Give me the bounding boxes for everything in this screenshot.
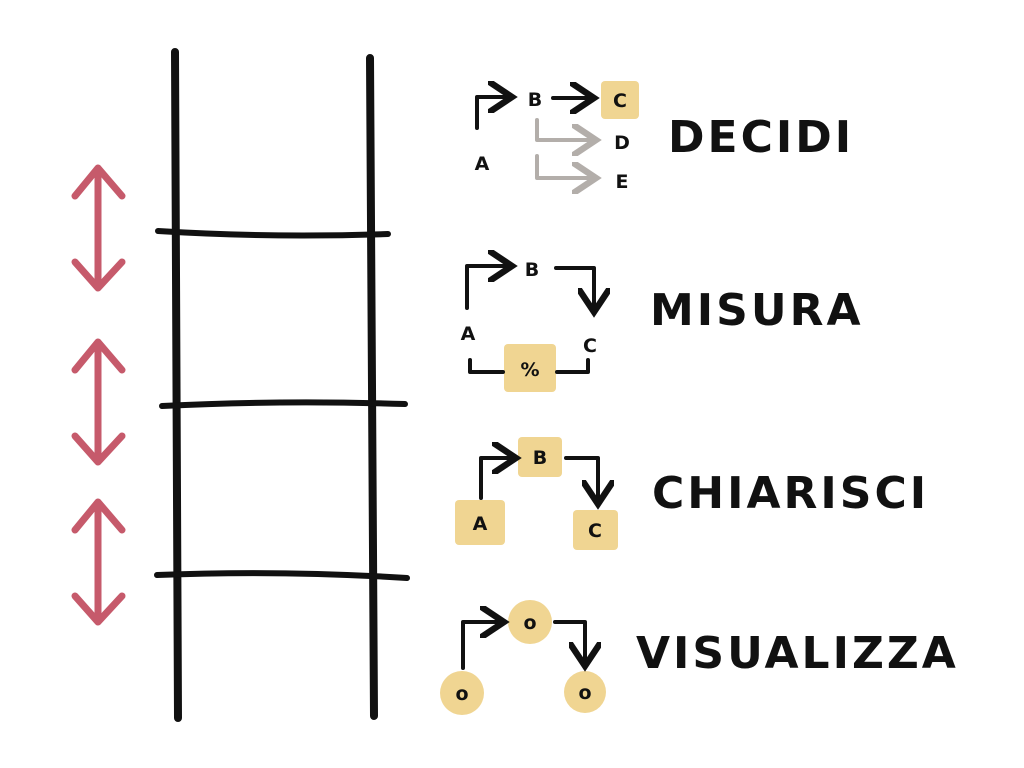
- level-chiarisci: B A C CHIARISCI: [455, 437, 929, 550]
- double-arrow-icon: [71, 164, 126, 292]
- double-arrow-icon: [71, 338, 126, 466]
- node-top: o: [523, 612, 536, 634]
- ladder-rung-1: [155, 228, 391, 239]
- node-a: A: [461, 323, 476, 345]
- highlight-circle: [508, 600, 552, 644]
- highlight-box: [573, 510, 618, 550]
- node-c: C: [613, 90, 627, 112]
- highlight-box: [504, 344, 556, 392]
- highlight-box: [601, 81, 639, 119]
- node-c: C: [583, 335, 597, 357]
- node-b: B: [525, 259, 539, 281]
- highlight-circle: [440, 671, 484, 715]
- level-decidi: A B C D E DECIDI: [475, 81, 854, 193]
- node-a: A: [475, 153, 490, 175]
- node-a: A: [473, 513, 488, 535]
- level-visualizza: o o o VISUALIZZA: [440, 600, 959, 715]
- level-label: VISUALIZZA: [636, 628, 959, 679]
- node-c: C: [588, 520, 602, 542]
- level-misura: B A C % MISURA: [461, 259, 864, 392]
- node-b: B: [528, 89, 542, 111]
- ladder-rung-3: [154, 570, 410, 581]
- node-left: o: [455, 683, 468, 705]
- level-label: DECIDI: [668, 112, 854, 163]
- ladder-rung-2: [159, 399, 408, 409]
- level-label: CHIARISCI: [652, 468, 929, 519]
- node-d: D: [614, 132, 630, 154]
- metric-node: %: [520, 359, 539, 381]
- ladder: [154, 48, 410, 722]
- highlight-box: [455, 500, 505, 545]
- ladder-rail-right: [366, 54, 378, 720]
- node-b: B: [533, 447, 547, 469]
- node-e: E: [616, 171, 629, 193]
- node-right: o: [578, 682, 591, 704]
- highlight-circle: [564, 671, 606, 713]
- ladder-rail-left: [171, 48, 182, 722]
- double-arrow-icon: [71, 498, 126, 626]
- double-arrows: [71, 164, 126, 626]
- highlight-box: [518, 437, 562, 477]
- level-label: MISURA: [650, 285, 864, 336]
